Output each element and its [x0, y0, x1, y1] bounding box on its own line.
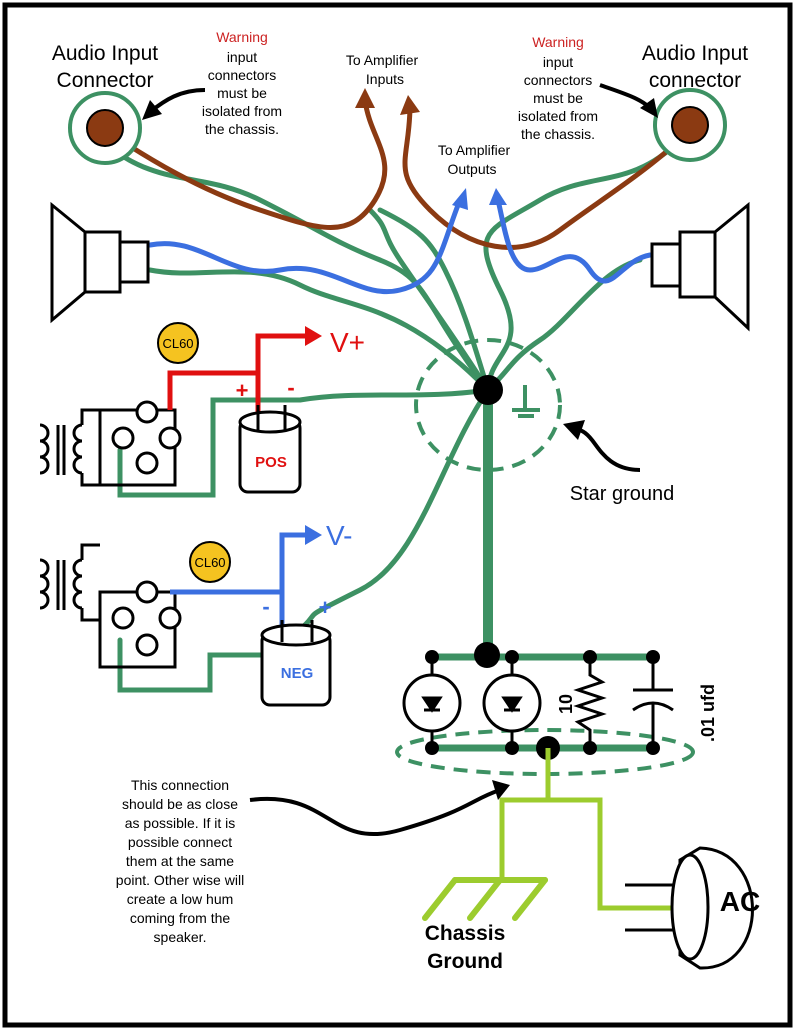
star-ground-ring [414, 338, 562, 472]
resistor-value: 10 [556, 694, 576, 714]
chassis-ground-label: Chassis [425, 922, 506, 945]
rail-positive-out [255, 333, 305, 373]
rail-negative [170, 589, 285, 625]
note-line: coming from the [130, 910, 231, 926]
warning-left-line: isolated from [202, 103, 282, 119]
audio-input-left-label: Audio Input [52, 42, 158, 65]
filter-ground-ring [395, 728, 695, 776]
amp-outputs-label: Outputs [447, 161, 496, 177]
audio-jack-icon [653, 88, 727, 162]
note-line: should be as close [122, 796, 238, 812]
arrowhead-amp-input-right [400, 95, 420, 115]
chassis-ground-label: Ground [427, 950, 503, 973]
audio-input-right-label: connector [649, 69, 741, 92]
star-ground-node [473, 375, 503, 405]
warning-right-line: connectors [524, 72, 592, 88]
warning-right-title: Warning [532, 34, 584, 50]
warning-left-line: must be [217, 85, 267, 101]
arrowhead [492, 780, 510, 800]
warning-left-line: the chassis. [205, 121, 279, 137]
arrowhead-amp-input-left [355, 88, 375, 108]
rail-positive [167, 370, 261, 420]
ground-icon [512, 385, 540, 418]
ac-label: AC [720, 886, 760, 917]
warning-left-line: input [227, 49, 257, 65]
capacitor-icon [260, 620, 332, 707]
diode-icon [482, 657, 542, 748]
capacitor-value: .01 ufd [698, 684, 718, 742]
arrowhead-v-minus [305, 525, 322, 545]
cl60-label: CL60 [194, 555, 225, 570]
neg-minus-sign: - [262, 594, 269, 619]
cl60-label: CL60 [162, 336, 193, 351]
arrowhead-amp-output-left [452, 188, 468, 210]
arrow-to-filter-ground [249, 788, 501, 837]
warning-left-title: Warning [216, 29, 268, 45]
note-line: them at the same [126, 853, 234, 869]
note-line: This connection [131, 777, 229, 793]
note-line: speaker. [154, 929, 207, 945]
rail-negative-out [279, 532, 305, 592]
note-line: possible connect [128, 834, 232, 850]
note-line: point. Other wise will [116, 872, 244, 888]
transformer-icon [39, 408, 100, 487]
audio-input-right-label: Audio Input [642, 42, 748, 65]
warning-right-line: the chassis. [521, 126, 595, 142]
capacitor-icon [238, 405, 302, 494]
junction-dots [425, 642, 660, 760]
resistor-icon [573, 657, 607, 748]
pos-plus-sign: + [236, 378, 249, 403]
amp-inputs-label: Inputs [366, 71, 404, 87]
arrowhead [563, 420, 585, 440]
warning-right-line: input [543, 54, 573, 70]
amp-inputs-label: To Amplifier [346, 52, 419, 68]
neg-cap-label: NEG [281, 665, 314, 682]
arrowhead [640, 98, 658, 118]
bridge-rectifier-icon [98, 580, 182, 669]
speaker-icon [650, 201, 750, 332]
note-line: as possible. If it is [125, 815, 236, 831]
bridge-rectifier-icon [98, 400, 182, 487]
ground-icon [422, 877, 548, 921]
chassis-wires [499, 748, 680, 911]
audio-input-left-label: Connector [57, 69, 154, 92]
audio-jack-icon [68, 91, 142, 165]
diode-icon [402, 657, 462, 748]
thermistor-icon [157, 322, 199, 364]
star-ground-label: Star ground [570, 483, 675, 505]
arrowhead [142, 100, 162, 120]
ac-plug-icon [625, 846, 754, 970]
transformer-icon [39, 543, 100, 622]
note-line: create a low hum [127, 891, 234, 907]
pos-cap-label: POS [255, 454, 287, 471]
warning-right-line: must be [533, 90, 583, 106]
speaker-icon [50, 201, 150, 324]
thermistor-icon [189, 541, 231, 583]
v-minus-label: V- [326, 520, 352, 551]
signal-wires [102, 97, 693, 250]
warning-right-line: isolated from [518, 108, 598, 124]
amp-outputs-label: To Amplifier [438, 142, 511, 158]
arrowhead-amp-output-right [489, 188, 507, 205]
arrowhead-v-plus [305, 326, 322, 346]
speaker-wires [147, 197, 653, 295]
warning-left-line: connectors [208, 67, 276, 83]
pos-minus-sign: - [287, 375, 294, 400]
v-plus-label: V+ [330, 327, 365, 358]
neg-plus-sign: + [319, 595, 332, 620]
